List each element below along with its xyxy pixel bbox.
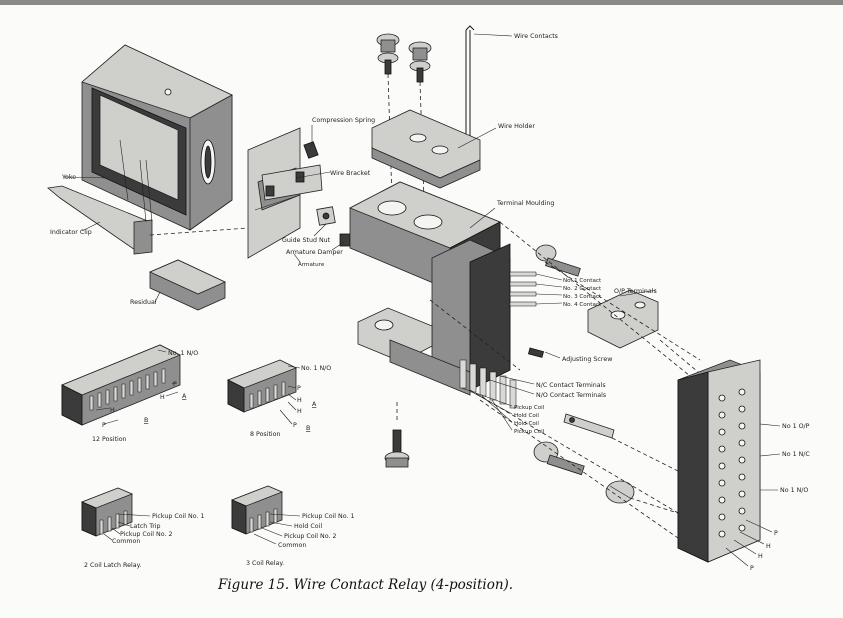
pos8-h2-label: H: [297, 408, 302, 415]
label-armature-damper: Armature Damper: [286, 249, 343, 256]
right-terminal-block: [677, 359, 761, 563]
label-compression-spring: Compression Spring: [312, 117, 375, 124]
label-guide-stud-nut: Guide Stud Nut: [282, 237, 331, 244]
latch-pickup1-label: Pickup Coil No. 1: [152, 513, 205, 520]
moulding-contact-pins: [459, 271, 537, 409]
lower-screw-part: [533, 441, 585, 476]
label-r-h1: H: [766, 543, 771, 550]
label-pickup-coil-1: Pickup Coil: [514, 405, 545, 411]
pos8-title: 8 Position: [250, 431, 281, 438]
op-terminals-part: [587, 289, 659, 349]
inset-12-position: [61, 344, 181, 426]
pos8-h-label: H: [297, 397, 302, 404]
pos12-p-label: P: [173, 381, 177, 388]
label-no3-contact: No. 3 Contact: [563, 294, 602, 300]
armature-part: [247, 127, 323, 259]
pos8-b-label: B: [306, 425, 310, 432]
label-hold-coil-1: Hold Coil: [514, 413, 539, 419]
latch-trip-label: Latch Trip: [130, 523, 161, 530]
washer-part: [605, 480, 635, 504]
compression-spring-part: [303, 141, 319, 159]
pos12-p2-label: P: [102, 422, 106, 429]
coil3-title: 3 Coil Relay.: [246, 560, 284, 567]
latch-title: 2 Coil Latch Relay.: [84, 562, 141, 569]
label-indicator-clip: Indicator Clip: [50, 229, 92, 236]
label-op-terminals: O/P Terminals: [614, 288, 657, 295]
wire-contacts-part: [465, 25, 475, 140]
label-no-contact-terminals: N/O Contact Terminals: [536, 392, 606, 399]
label-r-no1-nc: No 1 N/C: [782, 451, 810, 458]
adjusting-screw-part: [527, 347, 545, 358]
label-adjusting-screw: Adjusting Screw: [562, 356, 612, 363]
label-nc-contact-terminals: N/C Contact Terminals: [536, 382, 606, 389]
guide-stud-nut-part: [316, 206, 336, 226]
pos8-a-label: A: [312, 401, 317, 408]
label-yoke: Yoke: [61, 174, 76, 181]
label-residual: Residual: [130, 299, 157, 306]
pos8-no1-no-label: No. 1 N/O: [301, 365, 331, 372]
figure-caption: Figure 15. Wire Contact Relay (4-positio…: [217, 577, 513, 593]
leader-lines: [63, 33, 781, 567]
inset-8-position: [227, 359, 297, 413]
pos12-a-label: A: [182, 393, 187, 400]
label-terminal-moulding: Terminal Moulding: [496, 200, 554, 207]
latch-common-label: Common: [112, 538, 140, 545]
label-r-p2: P: [750, 565, 754, 572]
armature-damper-part: [339, 233, 351, 247]
op-terminal-screw: [535, 244, 581, 277]
coil3-pickup2-label: Pickup Coil No. 2: [284, 533, 337, 540]
indicator-clip-part: [47, 159, 153, 255]
terminal-moulding-part: [349, 181, 511, 396]
label-hold-coil-2: Hold Coil: [514, 421, 539, 427]
label-no1-contact: No. 1 Contact: [563, 278, 602, 284]
label-wire-holder: Wire Holder: [498, 123, 535, 130]
label-r-h2: H: [758, 553, 763, 560]
pos8-p2-label: P: [293, 422, 297, 429]
pos12-h-label: H: [160, 394, 165, 401]
coil3-pickup1-label: Pickup Coil No. 1: [302, 513, 355, 520]
latch-pickup2-label: Pickup Coil No. 2: [120, 531, 173, 538]
inset-3-coil-relay: [230, 485, 284, 535]
pos12-title: 12 Position: [92, 436, 127, 443]
label-pickup-coil-2: Pickup Coil: [514, 429, 545, 435]
pos12-no1-no-label: No. 1 N/O: [168, 350, 198, 357]
label-wire-contacts: Wire Contacts: [514, 33, 558, 40]
yoke-part: [81, 44, 233, 231]
top-border: [0, 0, 843, 5]
label-r-p: P: [774, 530, 778, 537]
residual-part: [149, 259, 226, 311]
label-r-no1-no: No 1 N/O: [780, 487, 808, 494]
coil3-hold-label: Hold Coil: [294, 523, 322, 530]
label-r-no1-op: No 1 O/P: [782, 423, 810, 430]
block-terminal-holes: [718, 388, 746, 538]
label-no4-contact: No. 4 Contact: [563, 302, 602, 308]
label-armature: Armature: [298, 262, 325, 268]
label-no2-contact: No. 2 Contact: [563, 286, 602, 292]
pos8-p-label: P: [297, 385, 301, 392]
pos12-h2-label: H: [110, 407, 115, 414]
pos12-b-label: B: [144, 417, 148, 424]
top-screws: [376, 33, 432, 83]
inset-latch-relay: [80, 487, 134, 537]
label-wire-bracket: Wire Bracket: [330, 170, 371, 177]
small-clip-part: [563, 413, 615, 439]
wire-holder-part: [371, 109, 481, 189]
bottom-stud-part: [384, 429, 410, 468]
coil3-common-label: Common: [278, 542, 306, 549]
yoke-leader-dash: [149, 227, 249, 236]
